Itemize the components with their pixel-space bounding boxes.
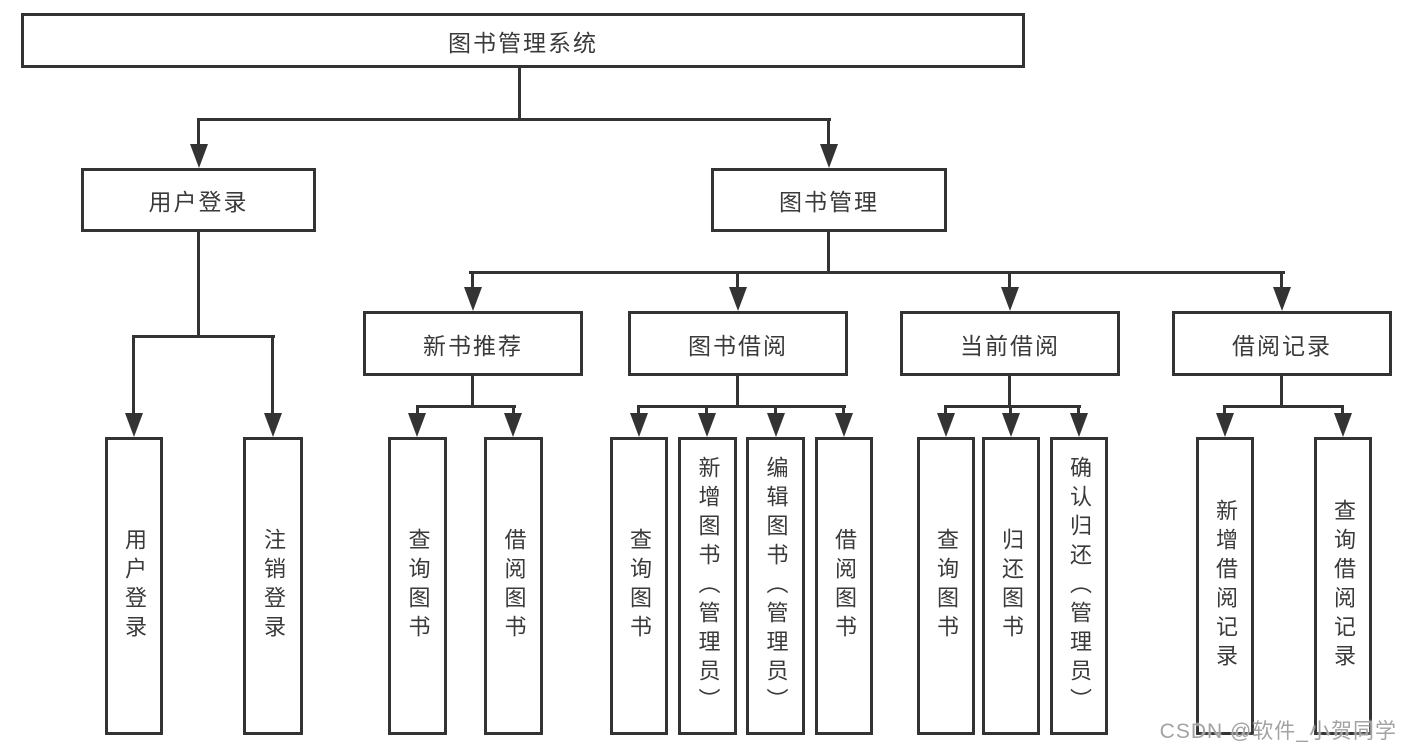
node-user-login-label: 用户登录 xyxy=(148,189,249,215)
node-book-borrowing-label: 图书借阅 xyxy=(688,332,788,359)
node-query-books-recommend: 查询图书 xyxy=(388,437,447,735)
connector-line xyxy=(469,271,1285,274)
connector-line xyxy=(197,118,831,121)
arrowhead-down-icon xyxy=(820,144,838,168)
node-return-books: 归还图书 xyxy=(982,437,1040,735)
arrowhead-down-icon xyxy=(630,413,648,437)
node-query-books-borrow: 查询图书 xyxy=(610,437,668,735)
arrowhead-down-icon xyxy=(1002,413,1020,437)
node-new-book-recommend: 新书推荐 xyxy=(363,311,583,376)
connector-line xyxy=(512,405,515,417)
connector-line xyxy=(842,405,845,417)
node-query-borrow-record-label: 查询借阅记录 xyxy=(1331,499,1356,673)
node-root: 图书管理系统 xyxy=(21,13,1025,68)
node-borrowing-records: 借阅记录 xyxy=(1172,311,1392,376)
node-borrow-books-recommend: 借阅图书 xyxy=(484,437,543,735)
arrowhead-down-icon xyxy=(264,413,282,437)
arrowhead-down-icon xyxy=(464,287,482,311)
connector-line xyxy=(132,335,135,415)
connector-line xyxy=(774,405,777,417)
node-logout: 注销登录 xyxy=(243,437,303,735)
node-query-books-recommend-label: 查询图书 xyxy=(405,528,431,644)
arrowhead-down-icon xyxy=(408,413,426,437)
connector-line xyxy=(1223,405,1226,417)
node-user-login-leaf-label: 用户登录 xyxy=(122,528,147,644)
node-book-borrowing: 图书借阅 xyxy=(628,311,848,376)
node-edit-book-admin-label: 编辑图书（管理员） xyxy=(763,455,789,717)
node-borrow-books-leaf-label: 借阅图书 xyxy=(832,528,857,644)
node-book-management-label: 图书管理 xyxy=(779,189,879,215)
connector-line xyxy=(827,230,830,274)
node-user-login: 用户登录 xyxy=(81,168,316,232)
arrowhead-down-icon xyxy=(504,413,522,437)
connector-line xyxy=(1280,271,1283,293)
node-current-borrowing-label: 当前借阅 xyxy=(960,332,1060,359)
connector-line xyxy=(944,405,947,417)
node-current-borrowing: 当前借阅 xyxy=(900,311,1120,376)
connector-line xyxy=(471,271,474,293)
arrowhead-down-icon xyxy=(1001,287,1019,311)
arrowhead-down-icon xyxy=(125,413,143,437)
node-borrow-books-leaf: 借阅图书 xyxy=(815,437,873,735)
connector-line xyxy=(471,374,474,408)
node-add-borrow-record: 新增借阅记录 xyxy=(1196,437,1254,735)
node-add-borrow-record-label: 新增借阅记录 xyxy=(1213,499,1238,673)
connector-line xyxy=(197,118,200,148)
connector-line xyxy=(638,405,846,408)
connector-line xyxy=(637,405,640,417)
arrowhead-down-icon xyxy=(729,287,747,311)
node-borrowing-records-label: 借阅记录 xyxy=(1232,332,1332,359)
connector-line xyxy=(827,118,830,148)
connector-line xyxy=(1224,405,1344,408)
node-query-books-borrow-label: 查询图书 xyxy=(627,528,652,644)
connector-line xyxy=(197,230,200,338)
node-add-book-admin: 新增图书（管理员） xyxy=(678,437,737,735)
connector-line xyxy=(416,405,419,417)
arrowhead-down-icon xyxy=(767,413,785,437)
arrowhead-down-icon xyxy=(937,413,955,437)
node-add-book-admin-label: 新增图书（管理员） xyxy=(695,455,721,717)
node-logout-label: 注销登录 xyxy=(261,528,286,644)
node-user-login-leaf: 用户登录 xyxy=(105,437,163,735)
node-root-label: 图书管理系统 xyxy=(448,29,598,56)
node-query-books-current-label: 查询图书 xyxy=(934,528,959,644)
node-confirm-return-admin-label: 确认归还（管理员） xyxy=(1067,455,1092,717)
watermark: CSDN @软件_小贺同学 xyxy=(1159,720,1397,743)
arrowhead-down-icon xyxy=(1070,413,1088,437)
connector-line xyxy=(1341,405,1344,417)
connector-line xyxy=(518,66,521,121)
node-return-books-label: 归还图书 xyxy=(999,528,1024,644)
connector-line xyxy=(1008,374,1011,408)
arrowhead-down-icon xyxy=(1273,287,1291,311)
connector-line xyxy=(736,271,739,293)
arrowhead-down-icon xyxy=(1216,413,1234,437)
connector-line xyxy=(736,374,739,408)
connector-line xyxy=(945,405,1081,408)
connector-line xyxy=(705,405,708,417)
node-query-borrow-record: 查询借阅记录 xyxy=(1314,437,1372,735)
connector-line xyxy=(1077,405,1080,417)
node-borrow-books-recommend-label: 借阅图书 xyxy=(501,528,527,644)
arrowhead-down-icon xyxy=(698,413,716,437)
node-book-management: 图书管理 xyxy=(711,168,947,232)
connector-line xyxy=(1008,271,1011,293)
arrowhead-down-icon xyxy=(835,413,853,437)
connector-line xyxy=(1280,374,1283,408)
connector-line xyxy=(416,405,516,408)
connector-line xyxy=(1009,405,1012,417)
arrowhead-down-icon xyxy=(190,144,208,168)
arrowhead-down-icon xyxy=(1334,413,1352,437)
node-edit-book-admin: 编辑图书（管理员） xyxy=(746,437,805,735)
connector-line xyxy=(132,335,275,338)
node-confirm-return-admin: 确认归还（管理员） xyxy=(1050,437,1108,735)
node-query-books-current: 查询图书 xyxy=(917,437,975,735)
connector-line xyxy=(271,335,274,415)
node-new-book-recommend-label: 新书推荐 xyxy=(423,332,523,359)
